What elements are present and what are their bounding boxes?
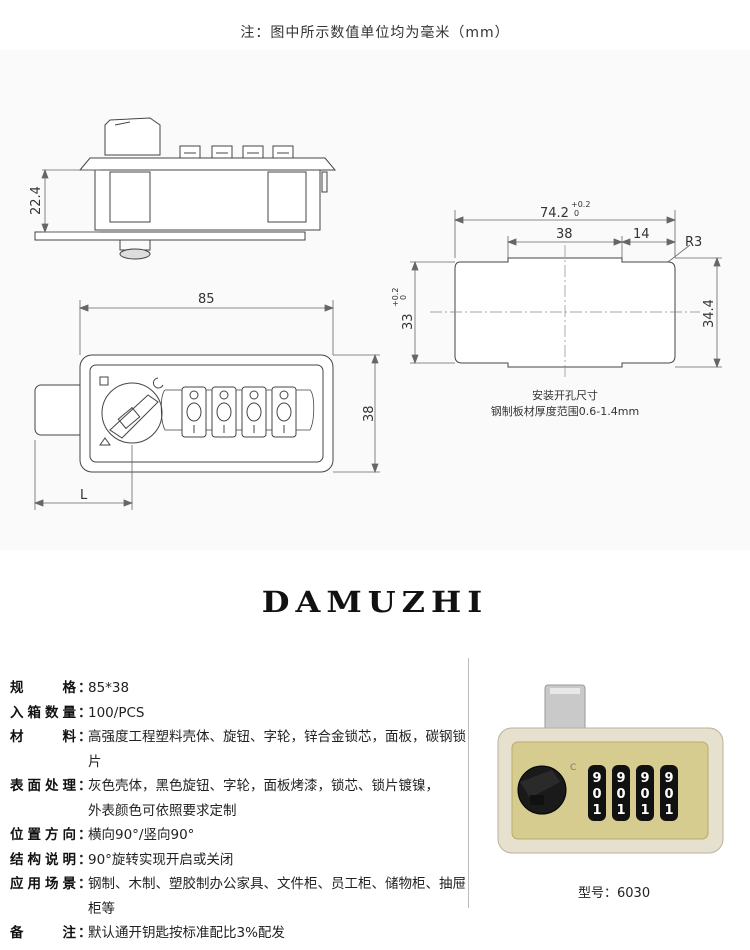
- spec-value: 85*38: [88, 680, 130, 696]
- photo-dial-digit: 1: [616, 803, 625, 818]
- dim-33-tol-top: +0.2: [391, 288, 400, 307]
- photo-dial-digit: 1: [664, 803, 673, 818]
- spec-key: 表面处理: [10, 778, 76, 794]
- spec-value: 默认通开钥匙按标准配比3%配发: [88, 925, 285, 941]
- dim-38-right: 38: [362, 405, 377, 422]
- spec-row: 应用场景：钢制、木制、塑胶制办公家具、文件柜、员工柜、储物柜、抽屉柜等: [10, 872, 470, 921]
- photo-dial-digit: 9: [640, 771, 649, 786]
- spec-row: 外表颜色可依照要求定制: [10, 799, 470, 824]
- front-view: [34, 354, 334, 473]
- front-dials: [181, 386, 297, 438]
- spec-value: 灰色壳体，黑色旋钮、字轮，面板烤漆，锁芯、锁片镀镍，: [88, 778, 439, 794]
- spec-key: 材料: [10, 729, 76, 745]
- photo-dial-digits: 901 901 901 901: [592, 771, 673, 818]
- photo-dial-digit: 0: [664, 787, 673, 802]
- technical-drawing: 22.4 85: [29, 117, 722, 510]
- spec-row: 入箱数量：100/PCS: [10, 701, 470, 726]
- dim-14: 14: [633, 227, 650, 242]
- photo-dial-digit: 9: [664, 771, 673, 786]
- photo-dial-digit: 9: [592, 771, 601, 786]
- spec-key: 应用场景: [10, 876, 76, 892]
- brand-logo: DAMUZHI: [261, 584, 489, 620]
- dim-74-2-tol-top: +0.2: [571, 200, 590, 209]
- divider: [468, 658, 469, 908]
- photo-dial-digit: 0: [592, 787, 601, 802]
- cutout-caption-line1: 安装开孔尺寸: [532, 389, 598, 402]
- spec-key: 备注: [10, 925, 76, 941]
- cutout-caption-line2: 钢制板材厚度范围0.6-1.4mm: [490, 405, 640, 418]
- spec-value: 横向90°/竖向90°: [88, 827, 195, 843]
- photo-dial-digit: 9: [616, 771, 625, 786]
- spec-row: 规格：85*38: [10, 676, 470, 701]
- cutout-caption: 安装开孔尺寸 钢制板材厚度范围0.6-1.4mm: [480, 388, 650, 420]
- spec-value: 100/PCS: [88, 704, 145, 721]
- spec-key: 位置方向: [10, 827, 76, 843]
- svg-text:C: C: [570, 763, 576, 773]
- unit-note: 注：图中所示数值单位均为毫米（mm）: [240, 25, 510, 41]
- model-label: 型号：6030: [578, 886, 651, 901]
- spec-row: 材料：高强度工程塑料壳体、旋钮、字轮，锌合金锁芯，面板，碳钢锁片: [10, 725, 470, 774]
- dim-33-tol-bottom: 0: [399, 295, 408, 300]
- photo-dial-digit: 1: [592, 803, 601, 818]
- spec-value: 高强度工程塑料壳体、旋钮、字轮，锌合金锁芯，面板，碳钢锁片: [88, 729, 466, 770]
- dim-L: L: [80, 488, 88, 503]
- spec-table: 规格：85*38 入箱数量：100/PCS 材料：高强度工程塑料壳体、旋钮、字轮…: [10, 676, 470, 946]
- spec-key: 结构说明: [10, 851, 76, 868]
- dim-22-4: 22.4: [29, 186, 44, 215]
- spec-row: 位置方向：横向90°/竖向90°: [10, 823, 470, 848]
- spec-key: [10, 799, 76, 824]
- dim-34-4: 34.4: [702, 299, 717, 328]
- dim-74-2-tol-bottom: 0: [574, 209, 579, 218]
- side-view: [34, 117, 337, 260]
- spec-value: 外表颜色可依照要求定制: [88, 802, 237, 819]
- photo-dial-digit: 1: [640, 803, 649, 818]
- dim-38-cutout: 38: [556, 227, 573, 242]
- dim-R3: R3: [685, 235, 702, 250]
- photo-dial-digit: 0: [640, 787, 649, 802]
- spec-key: 入箱数量: [10, 704, 76, 721]
- spec-value: 90°旋转实现开启或关闭: [88, 851, 234, 868]
- product-photo: C 901 901 901 901: [497, 684, 724, 854]
- spec-key: 规格: [10, 680, 76, 696]
- dim-74-2: 74.2: [540, 206, 569, 221]
- spec-row: 备注：默认通开钥匙按标准配比3%配发: [10, 921, 470, 946]
- spec-value: 钢制、木制、塑胶制办公家具、文件柜、员工柜、储物柜、抽屉柜等: [88, 876, 466, 917]
- photo-dial-digit: 0: [616, 787, 625, 802]
- spec-row: 表面处理：灰色壳体，黑色旋钮、字轮，面板烤漆，锁芯、锁片镀镍，: [10, 774, 470, 799]
- dim-85: 85: [198, 292, 215, 307]
- dim-33: 33: [401, 313, 416, 330]
- spec-row: 结构说明：90°旋转实现开启或关闭: [10, 848, 470, 873]
